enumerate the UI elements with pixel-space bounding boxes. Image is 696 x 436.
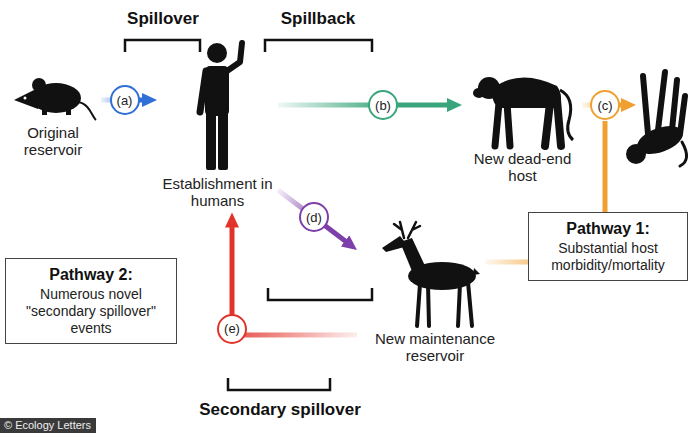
- human-leg: [206, 110, 216, 170]
- node-caption: New dead-end host: [465, 150, 580, 185]
- bracket: [268, 288, 372, 300]
- monkey-leg: [557, 100, 561, 146]
- reservoir-animal: Original reservoir: [8, 62, 98, 159]
- node-caption: New maintenance reservoir: [360, 330, 510, 365]
- dead-monkey-leg: [658, 72, 665, 130]
- edge-letter: (d): [299, 202, 329, 232]
- deer-leg: [458, 284, 460, 326]
- pathway-box: Pathway 1: Substantial host morbidity/mor…: [528, 212, 688, 281]
- dead-end-host: New dead-end host: [465, 58, 580, 185]
- dead-monkey-leg: [672, 80, 677, 130]
- dead-end-host-silhouette: [465, 58, 580, 150]
- dead-monkey-head: [626, 144, 646, 164]
- bracket-label: Spillback: [281, 9, 356, 29]
- monkey-leg: [507, 103, 510, 146]
- human-figure: Establishment in humans: [160, 40, 275, 210]
- bracket: [125, 40, 200, 52]
- connector-arrow: [278, 103, 453, 108]
- pathway-box: Pathway 2: Numerous novel "secondary spil…: [5, 258, 177, 344]
- edge-letter: (b): [368, 90, 398, 120]
- bracket: [265, 40, 372, 52]
- human-leg: [218, 110, 228, 170]
- human-arm: [227, 43, 242, 71]
- reservoir-animal-silhouette: [8, 62, 98, 124]
- maintenance-reservoir-silhouette: [360, 218, 510, 330]
- dead-monkey-leg: [680, 96, 685, 134]
- mouse-eye: [24, 97, 27, 100]
- maintenance-reservoir: New maintenance reservoir: [360, 218, 510, 365]
- deer-leg: [417, 284, 420, 326]
- bracket-label: Secondary spillover: [199, 400, 361, 420]
- watermark: © Ecology Letters: [0, 418, 96, 433]
- human-head: [207, 43, 227, 63]
- box-heading: Pathway 1:: [537, 219, 679, 238]
- monkey-leg: [545, 103, 550, 146]
- deer-leg: [468, 282, 472, 326]
- node-caption: Establishment in humans: [160, 175, 275, 210]
- human-arm: [200, 71, 206, 112]
- mouse-foot: [66, 109, 71, 115]
- bracket: [228, 378, 330, 390]
- mouse-foot: [42, 109, 47, 115]
- box-heading: Pathway 2:: [14, 265, 168, 284]
- edge-letter: (a): [110, 85, 140, 115]
- bracket-label: Spillover: [127, 9, 199, 29]
- dead-monkey-tail: [680, 142, 687, 166]
- deer-antlers: [394, 222, 420, 238]
- box-body: Numerous novel "secondary spillover" eve…: [14, 286, 168, 336]
- pathway-letter: (c): [590, 90, 620, 120]
- dead-monkey-leg: [643, 76, 648, 134]
- deer-leg: [428, 284, 429, 326]
- mouse-ear: [32, 78, 46, 92]
- monkey-leg: [495, 103, 499, 146]
- dead-monkey: [626, 72, 687, 166]
- human-figure-silhouette: [160, 40, 275, 175]
- box-body: Substantial host morbidity/mortality: [537, 240, 679, 274]
- edge-letter: (e): [217, 314, 247, 344]
- mouse-tail: [78, 102, 96, 120]
- connector-arrow: [232, 222, 357, 336]
- monkey-muzzle: [473, 88, 485, 98]
- deer-tail: [473, 268, 480, 275]
- node-caption: Original reservoir: [8, 124, 98, 159]
- connector-arrow: [278, 190, 350, 245]
